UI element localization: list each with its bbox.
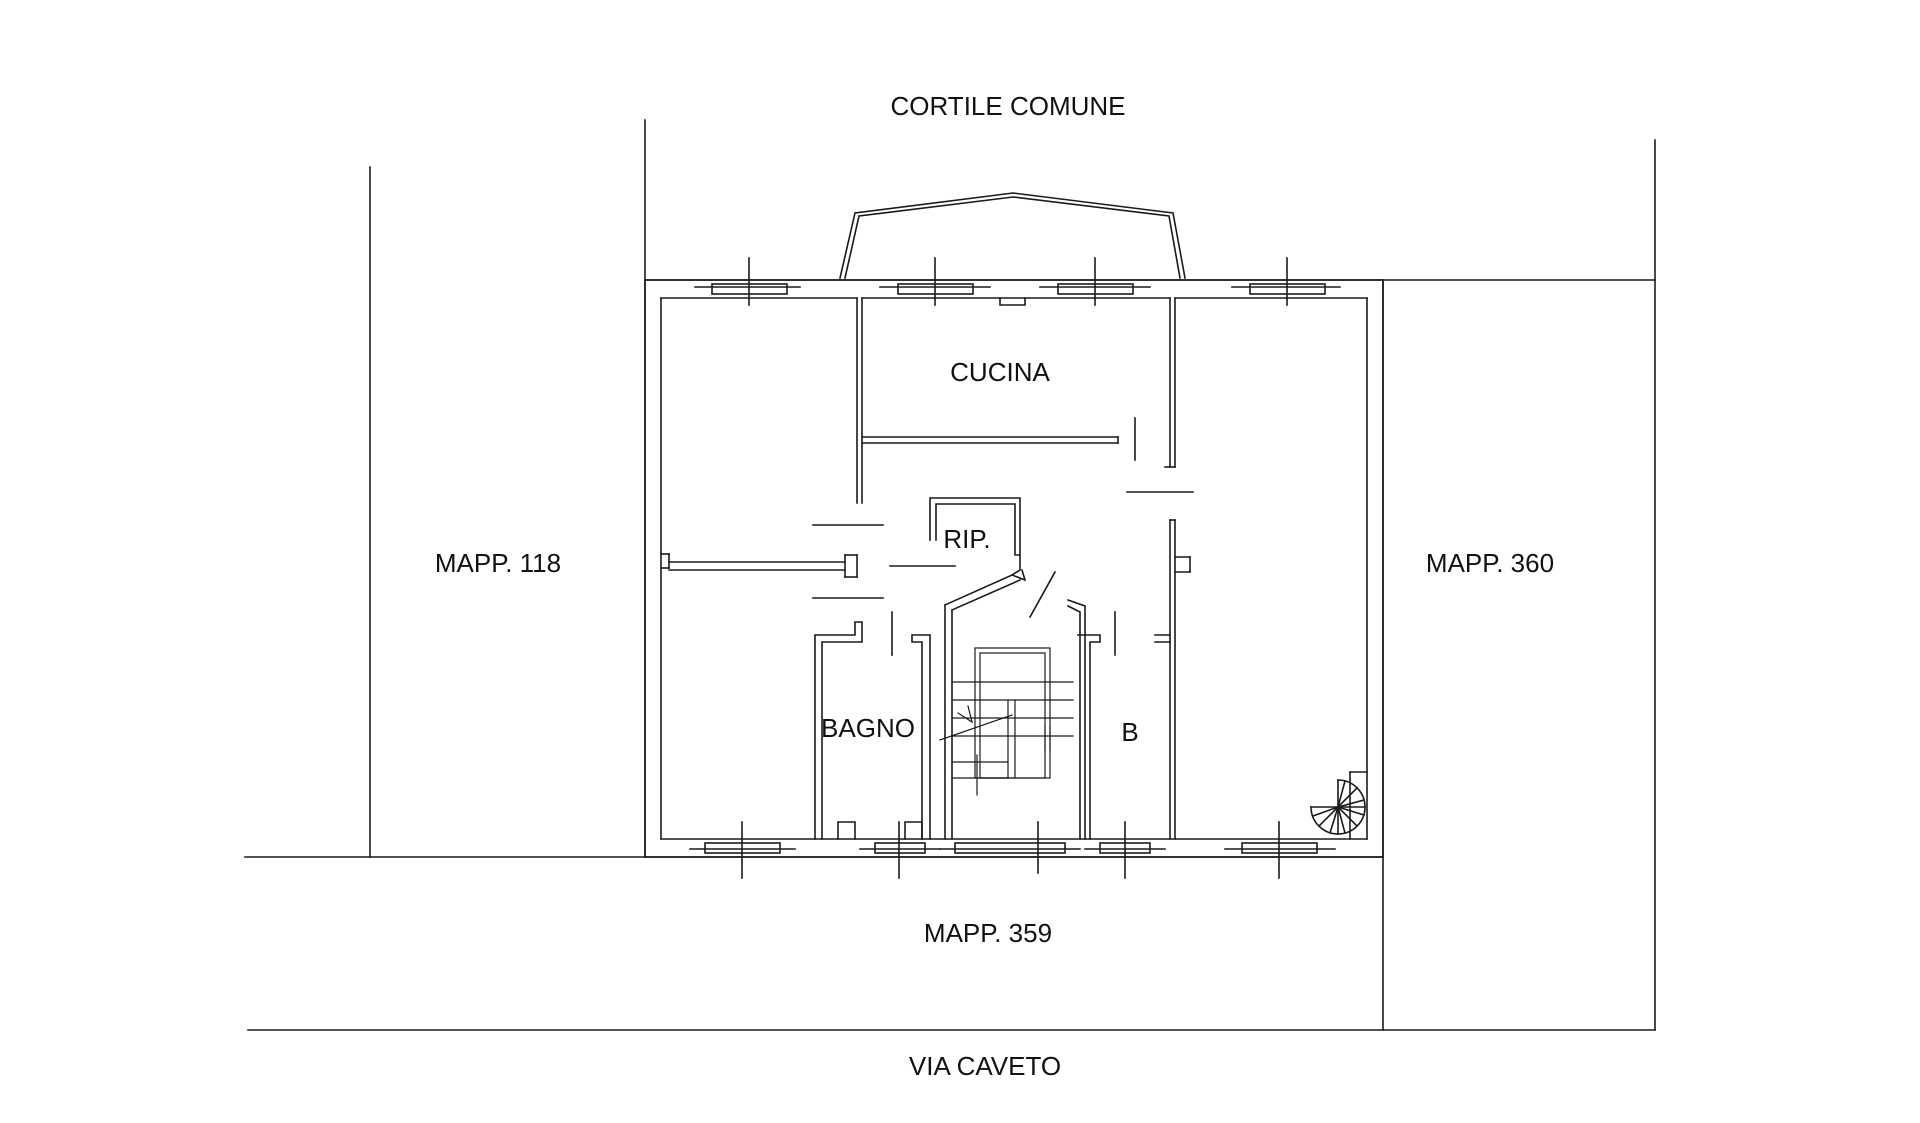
label-cucina: CUCINA [950,357,1050,387]
label-bagno: BAGNO [821,713,915,743]
stairwell [939,598,1171,840]
balcony-outline [839,192,1186,279]
doors [812,417,1194,656]
label-cortile-comune: CORTILE COMUNE [891,91,1126,121]
windows-top [694,257,1341,306]
label-ripostiglio: RIP. [943,524,990,554]
label-mapp-360: MAPP. 360 [1426,548,1554,578]
building-walls [644,279,1384,858]
label-via-caveto: VIA CAVETO [909,1051,1061,1081]
label-mapp-118: MAPP. 118 [435,548,561,578]
storage-walls [929,497,1027,612]
windows-bottom [689,821,1336,879]
label-bagno-small: B [1121,717,1138,747]
label-mapp-359: MAPP. 359 [924,918,1052,948]
spiral-stair-icon [1310,779,1366,835]
bathroom-walls [814,611,931,840]
